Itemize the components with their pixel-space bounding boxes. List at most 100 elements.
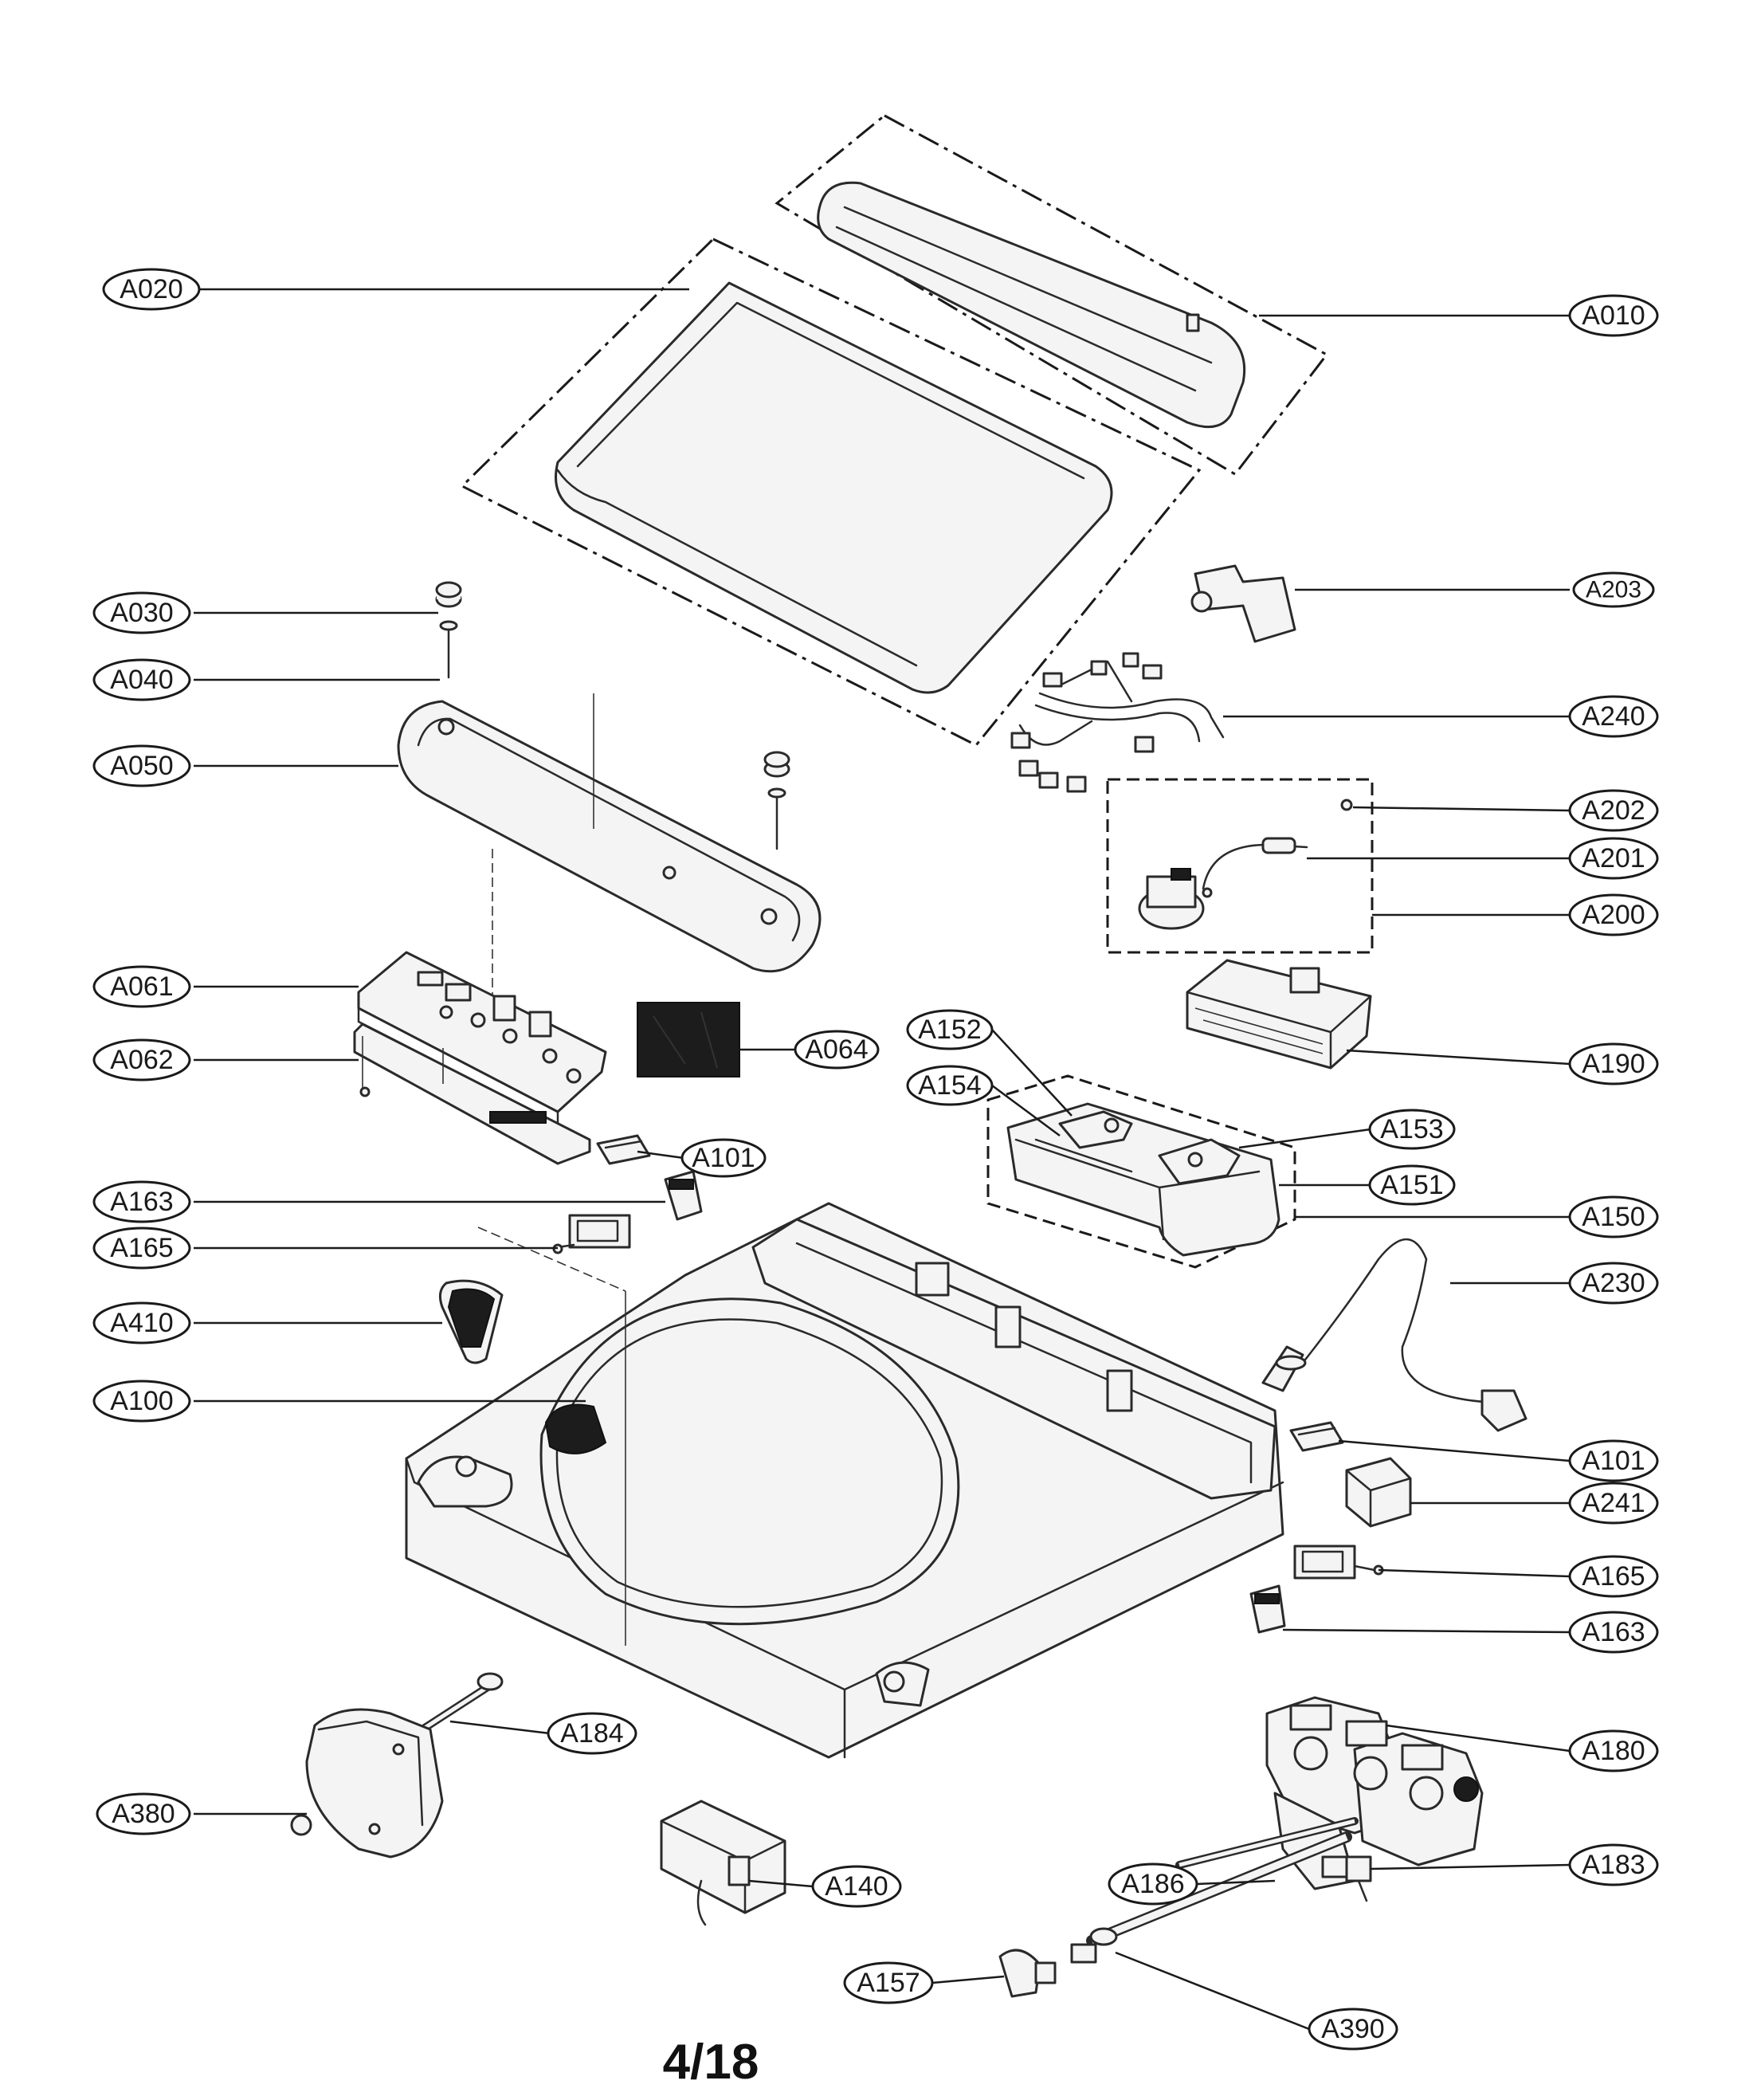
callout-label-a050: A050 [110, 751, 173, 781]
callout-a240: A240 [1568, 695, 1659, 738]
callout-a190: A190 [1568, 1042, 1659, 1085]
callout-label-a183: A183 [1582, 1850, 1645, 1880]
callout-a064: A064 [794, 1030, 880, 1070]
callout-a050: A050 [92, 744, 191, 787]
water-valve-part-a180 [1265, 1696, 1484, 1866]
callout-a202: A202 [1568, 789, 1659, 832]
lid-frame-part-a010 [775, 114, 1329, 476]
callout-label-a020: A020 [120, 274, 182, 304]
callout-label-a010: A010 [1582, 300, 1645, 331]
callout-a030: A030 [92, 591, 191, 634]
callout-a165-left: A165 [92, 1227, 191, 1270]
callout-a230: A230 [1568, 1262, 1659, 1305]
callout-label-a380: A380 [112, 1799, 175, 1829]
dispenser-housing-part-a190 [1186, 959, 1372, 1070]
inlet-hose-part-a186 [1175, 1817, 1359, 1869]
callout-label-a201: A201 [1582, 843, 1645, 873]
callout-label-a240: A240 [1582, 701, 1645, 732]
switch-part-a163-right [1249, 1584, 1286, 1634]
callout-a040: A040 [92, 658, 191, 701]
callout-a140: A140 [811, 1865, 902, 1908]
bracket-part-a101-right [1289, 1421, 1344, 1452]
leader-lines [194, 288, 1571, 2031]
control-panel-cover-part-a050 [397, 693, 822, 1012]
callout-a180: A180 [1568, 1729, 1659, 1772]
hose-fitting-part-a157 [998, 1949, 1057, 1998]
callout-label-a100: A100 [110, 1386, 173, 1416]
callout-label-a140: A140 [825, 1871, 888, 1902]
callout-a151: A151 [1368, 1164, 1456, 1206]
cover-part-a380 [290, 1708, 444, 1859]
dispenser-cap-part-a152 [1058, 1110, 1133, 1149]
wire-harness-part-a240 [1010, 652, 1225, 793]
callout-a154: A154 [906, 1065, 994, 1106]
callout-label-a241: A241 [1582, 1488, 1645, 1518]
guide-part-a410 [438, 1279, 504, 1364]
callout-label-a101-right: A101 [1582, 1446, 1645, 1476]
callout-a101-right: A101 [1568, 1439, 1659, 1482]
callout-label-a064: A064 [805, 1034, 868, 1065]
callout-label-a390: A390 [1321, 2014, 1384, 2044]
pressure-switch-part-a201 [1138, 837, 1308, 930]
callout-label-a165: A165 [110, 1233, 173, 1263]
callout-a241: A241 [1568, 1482, 1659, 1525]
callout-a010: A010 [1568, 294, 1659, 337]
callout-a101-left: A101 [680, 1138, 767, 1178]
callout-label-a061: A061 [110, 971, 173, 1002]
callout-a150: A150 [1568, 1195, 1659, 1238]
clip-part-a202 [1202, 799, 1353, 898]
pcb-case-part-a062 [353, 1023, 591, 1165]
callout-a061: A061 [92, 965, 191, 1008]
callout-label-a151: A151 [1380, 1170, 1443, 1200]
hose-part-a390 [1070, 1831, 1352, 1964]
callout-label-a154: A154 [918, 1070, 981, 1101]
callout-label-a410: A410 [110, 1308, 173, 1338]
callout-a390: A390 [1308, 2008, 1398, 2051]
callout-label-a163: A163 [110, 1187, 173, 1217]
damper-part-a140 [660, 1800, 786, 1926]
callout-label-a062: A062 [110, 1045, 173, 1075]
dispenser-part-a154 [1034, 1138, 1133, 1173]
callout-label-a200: A200 [1582, 900, 1645, 930]
callout-a410: A410 [92, 1301, 191, 1344]
bracket-part-a101-left [596, 1134, 651, 1165]
noise-filter-part-a241 [1345, 1457, 1412, 1528]
power-cord-part-a230 [1261, 1238, 1528, 1432]
callout-a163-right: A163 [1568, 1611, 1659, 1654]
callout-label-a186: A186 [1121, 1869, 1184, 1899]
callout-a203: A203 [1572, 571, 1655, 608]
callout-label-a030: A030 [110, 598, 173, 628]
dispenser-cap-part-a153 [1158, 1138, 1241, 1185]
callout-label-a230: A230 [1582, 1268, 1645, 1298]
callout-label-a203: A203 [1586, 577, 1641, 603]
page-number: 4/18 [663, 2035, 759, 2090]
hose-part-a184 [418, 1672, 504, 1733]
callout-label-a153: A153 [1380, 1114, 1443, 1144]
switch-part-a163-left [664, 1170, 703, 1221]
callout-a200: A200 [1568, 893, 1659, 936]
callout-label-a150: A150 [1582, 1202, 1645, 1232]
callout-label-a152: A152 [918, 1015, 981, 1045]
callout-label-a190: A190 [1582, 1049, 1645, 1079]
callout-a153: A153 [1368, 1109, 1456, 1150]
callout-a184: A184 [547, 1712, 637, 1755]
callout-label-a101: A101 [692, 1143, 755, 1173]
lid-glass-part-a020 [460, 237, 1202, 747]
callout-label-a180: A180 [1582, 1736, 1645, 1766]
callout-label-a184: A184 [560, 1718, 623, 1749]
callout-a165-right: A165 [1568, 1555, 1659, 1598]
callout-a380: A380 [96, 1792, 191, 1835]
callout-label-a163-right: A163 [1582, 1617, 1645, 1647]
cap-part-a030 [435, 581, 790, 778]
callout-label-a157: A157 [857, 1968, 920, 1998]
top-cover-part-a100 [405, 1202, 1284, 1759]
callout-a100: A100 [92, 1380, 191, 1423]
lid-lock-switch-part-a165-left [552, 1214, 631, 1254]
pcb-assembly-part-a061 [357, 951, 607, 1125]
callout-a186: A186 [1108, 1863, 1198, 1906]
callout-a157: A157 [843, 1961, 934, 2004]
lid-lock-switch-part-a165-right [1293, 1545, 1384, 1580]
callout-a201: A201 [1568, 837, 1659, 880]
callout-a020: A020 [102, 268, 201, 311]
